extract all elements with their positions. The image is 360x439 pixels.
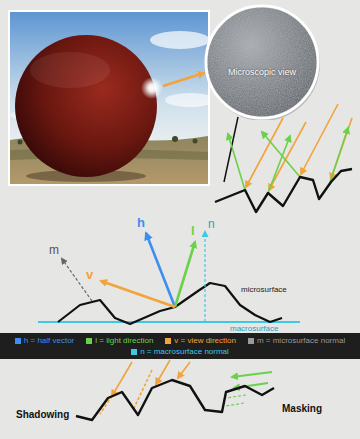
legend-swatch xyxy=(131,349,137,355)
effect-label: Shadowing xyxy=(16,409,69,420)
light-ray xyxy=(246,118,283,187)
view-ray xyxy=(232,372,272,377)
cloud xyxy=(150,31,208,49)
legend-swatch xyxy=(248,338,254,344)
node-label: Microscopic view xyxy=(228,68,296,78)
vector-letter: m xyxy=(49,244,59,257)
legend-item: l = light direction xyxy=(86,336,153,346)
light-ray xyxy=(301,104,338,174)
legend-text: n = macrosurface normal xyxy=(140,347,229,357)
legend-item: v = view direction xyxy=(165,336,236,346)
leader-line xyxy=(224,117,238,182)
photo xyxy=(8,10,215,186)
legend-bar: h = half vector l = light direction v = vi… xyxy=(0,333,360,359)
reflected-ray xyxy=(228,134,245,190)
sphere xyxy=(15,35,157,177)
vector-letter: l xyxy=(191,224,195,238)
sky-reflection xyxy=(30,52,110,88)
tree xyxy=(193,139,198,144)
legend-item: n = macrosurface normal xyxy=(131,347,229,357)
tree xyxy=(18,140,23,145)
vector-letter: v xyxy=(86,268,93,282)
light-ray xyxy=(269,122,306,190)
masked-ray xyxy=(226,403,244,406)
reflected-ray xyxy=(268,136,290,193)
microfacet-diagram xyxy=(38,232,300,324)
zoom-arrow xyxy=(163,73,204,86)
highlight xyxy=(141,77,163,99)
micro-reflection xyxy=(215,104,352,212)
legend-item: h = half vector xyxy=(15,336,74,346)
legend-swatch xyxy=(165,338,171,344)
vector-letter: h xyxy=(137,216,145,230)
h-vector xyxy=(146,233,175,307)
masked-ray xyxy=(226,395,246,398)
rough-surface xyxy=(215,169,352,212)
legend-swatch xyxy=(86,338,92,344)
vector-letter: n xyxy=(208,218,215,231)
tree xyxy=(172,136,178,142)
shadowed-ray xyxy=(134,370,152,408)
reflected-ray xyxy=(262,132,300,177)
surface-texture xyxy=(204,4,320,120)
effect-label: Masking xyxy=(282,403,322,414)
l-vector xyxy=(175,242,195,307)
surface-label: microsurface xyxy=(241,286,287,295)
legend-swatch xyxy=(15,338,21,344)
rough-surface xyxy=(76,380,274,420)
legend-item: m = microsurface normal xyxy=(248,336,345,346)
legend-text: h = half vector xyxy=(24,336,74,346)
n-vector xyxy=(204,232,205,322)
circle-outline xyxy=(204,4,320,120)
v-vector xyxy=(101,281,175,307)
legend-text: m = microsurface normal xyxy=(257,336,345,346)
legend-text: l = light direction xyxy=(95,336,153,346)
magnifier-circle: Microscopic view xyxy=(204,4,320,120)
light-ray xyxy=(178,362,190,378)
macrosurface-line xyxy=(38,321,300,323)
shadowing-masking xyxy=(76,360,274,420)
legend-text: v = view direction xyxy=(174,336,236,346)
cloud xyxy=(165,93,208,107)
